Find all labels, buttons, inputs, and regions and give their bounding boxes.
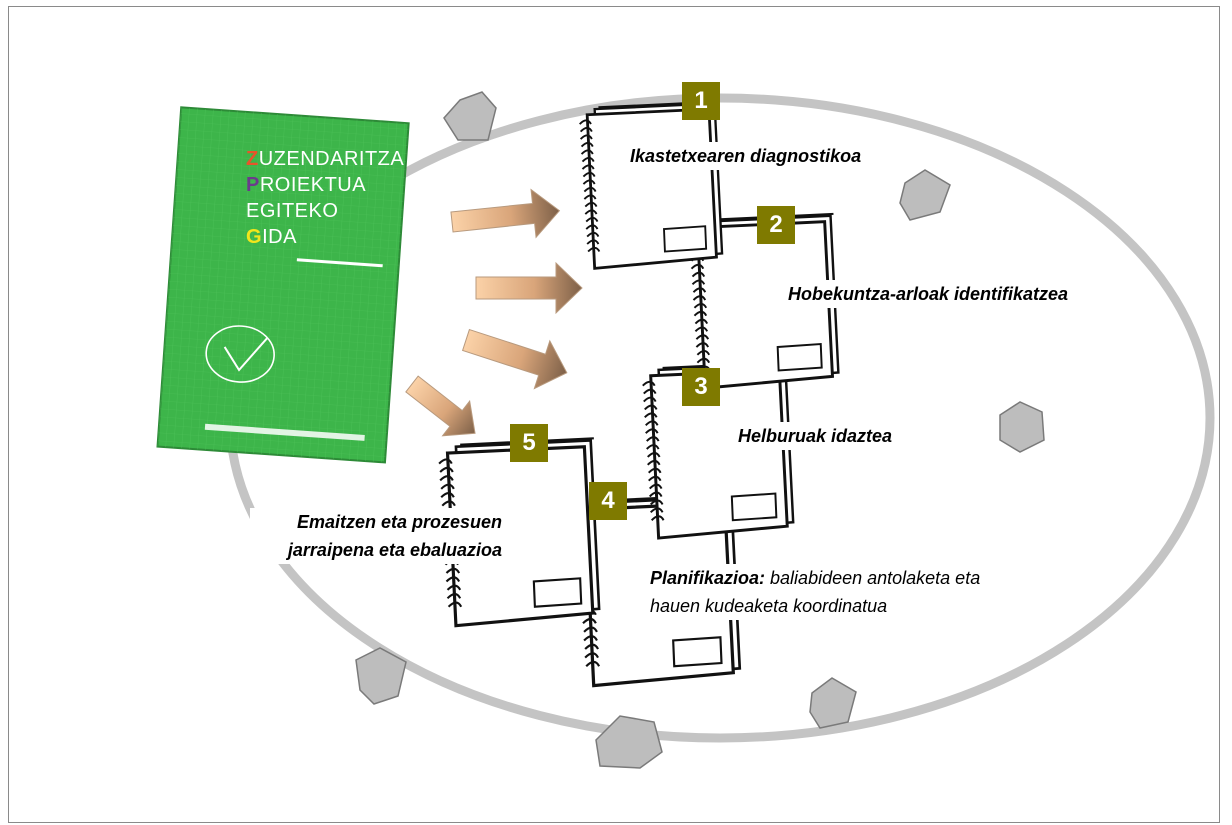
step-4-label-line-2: hauen kudeaketa koordinatua (650, 596, 888, 616)
title-rest: IDA (262, 226, 297, 248)
step-1-label: Ikastetxearen diagnostikoa (624, 142, 868, 170)
cycle-pentagon (355, 647, 407, 705)
step-1-badge: 1 (682, 82, 720, 120)
cycle-pentagon (999, 401, 1045, 453)
step-4-badge: 4 (589, 482, 627, 520)
guide-title-line-3: EGITEKO (246, 198, 426, 224)
title-initial: G (246, 226, 263, 248)
title-rest: ROIEKTUA (259, 174, 367, 196)
step-3-label: Helburuak idaztea (734, 422, 897, 450)
step-4-label-rest: baliabideen antolaketa eta (765, 568, 981, 588)
cycle-pentagon (595, 715, 663, 769)
step-5-label-line-2: jarraipena eta ebaluazioa (287, 540, 502, 560)
title-initial: Z (246, 148, 259, 170)
title-rest: UZENDARITZA (258, 148, 405, 170)
cycle-pentagon (899, 169, 951, 221)
step-2-label: Hobekuntza-arloak identifikatzea (784, 280, 1073, 308)
cycle-pentagon (443, 91, 497, 141)
arrow (475, 261, 583, 315)
title-initial: P (246, 174, 260, 196)
guide-title-line-4: GIDA (246, 224, 426, 250)
title-rest: EGITEKO (246, 200, 339, 222)
step-5-label: Emaitzen eta prozesuen jarraipena eta eb… (250, 508, 506, 564)
guide-title-line-1: ZUZENDARITZA (246, 146, 426, 172)
step-2-badge: 2 (757, 206, 795, 244)
notebook-step-1 (578, 99, 724, 271)
step-5-badge: 5 (510, 424, 548, 462)
step-4-label: Planifikazioa: baliabideen antolaketa et… (646, 564, 985, 620)
guide-book-title: ZUZENDARITZA PROIEKTUA EGITEKO GIDA (246, 146, 426, 250)
step-4-label-bold: Planifikazioa: (650, 568, 766, 588)
arrow (461, 328, 568, 390)
guide-book-cover (156, 106, 410, 464)
cycle-pentagon (809, 677, 857, 729)
arrow (405, 375, 476, 437)
step-3-badge: 3 (682, 368, 720, 406)
step-4-label-line-1: Planifikazioa: baliabideen antolaketa et… (650, 564, 980, 592)
guide-title-line-2: PROIEKTUA (246, 172, 426, 198)
step-5-label-line-1: Emaitzen eta prozesuen (296, 512, 502, 532)
arrow (450, 188, 561, 239)
